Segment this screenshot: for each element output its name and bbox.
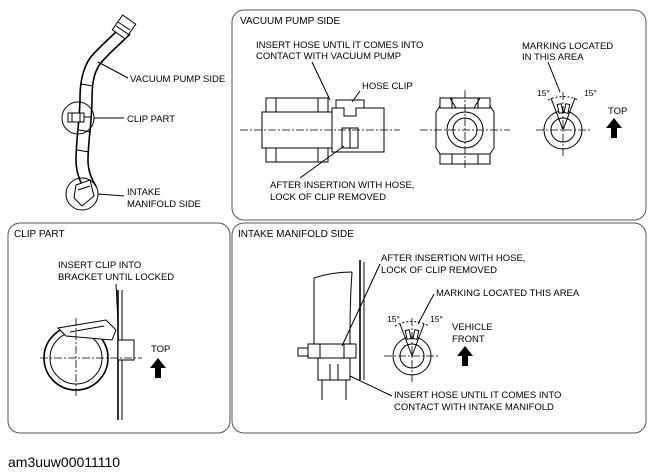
vacuum-angle-right: 15° [584,88,597,98]
intake-vehicle-front-line1: VEHICLE [452,322,493,333]
vacuum-marking-line2: IN THIS AREA [522,52,584,63]
overview-intake-label-line1: INTAKE [127,187,161,198]
clip-insert-line2: BRACKET UNTIL LOCKED [58,272,174,283]
overview-clip-part-label: CLIP PART [127,114,175,125]
vacuum-insert-hose-line2: CONTACT WITH VACUUM PUMP [256,51,401,62]
intake-after-insertion-line2: LOCK OF CLIP REMOVED [381,265,497,276]
intake-insert-hose-line2: CONTACT WITH INTAKE MANIFOLD [394,402,554,413]
overview-hose-drawing [61,14,137,211]
intake-marking-circle [384,293,440,384]
clip-top-arrow-icon [150,358,166,378]
clip-panel-title: CLIP PART [14,229,65,240]
vehicle-front-arrow-icon [457,346,473,366]
figure-id: am3uuw00011110 [8,454,121,470]
intake-side-view-drawing [297,260,393,400]
vacuum-angle-left: 15° [537,88,550,98]
intake-angle-right: 15° [430,314,443,324]
clip-top-label: TOP [151,344,170,355]
vacuum-hose-clip-label: HOSE CLIP [362,81,413,92]
intake-vehicle-front-line2: FRONT [452,334,485,345]
overview-intake-label-line2: MANIFOLD SIDE [127,199,201,210]
overview-vacuum-pump-side-label: VACUUM PUMP SIDE [130,74,225,85]
vacuum-marking-circle [536,61,590,156]
vacuum-marking-line1: MARKING LOCATED [522,41,613,52]
intake-angle-left: 15° [387,314,400,324]
vacuum-top-arrow-icon [606,118,622,138]
vacuum-after-insertion-line1: AFTER INSERTION WITH HOSE, [270,180,414,191]
vacuum-top-label: TOP [608,106,627,117]
intake-marking-label: MARKING LOCATED THIS AREA [436,288,580,299]
vacuum-end-view-drawing [420,90,510,170]
clip-insert-line1: INSERT CLIP INTO [58,260,141,271]
intake-insert-hose-line1: INSERT HOSE UNTIL IT COMES INTO [394,390,561,401]
clip-bracket-drawing [40,283,142,420]
vacuum-panel-title: VACUUM PUMP SIDE [240,16,341,27]
vacuum-side-view-drawing [240,61,400,179]
vacuum-insert-hose-line1: INSERT HOSE UNTIL IT COMES INTO [256,40,423,51]
vacuum-after-insertion-line2: LOCK OF CLIP REMOVED [270,192,386,203]
clip-part-panel [7,222,231,434]
intake-panel-title: INTAKE MANIFOLD SIDE [238,229,354,240]
intake-after-insertion-line1: AFTER INSERTION WITH HOSE, [381,253,525,264]
